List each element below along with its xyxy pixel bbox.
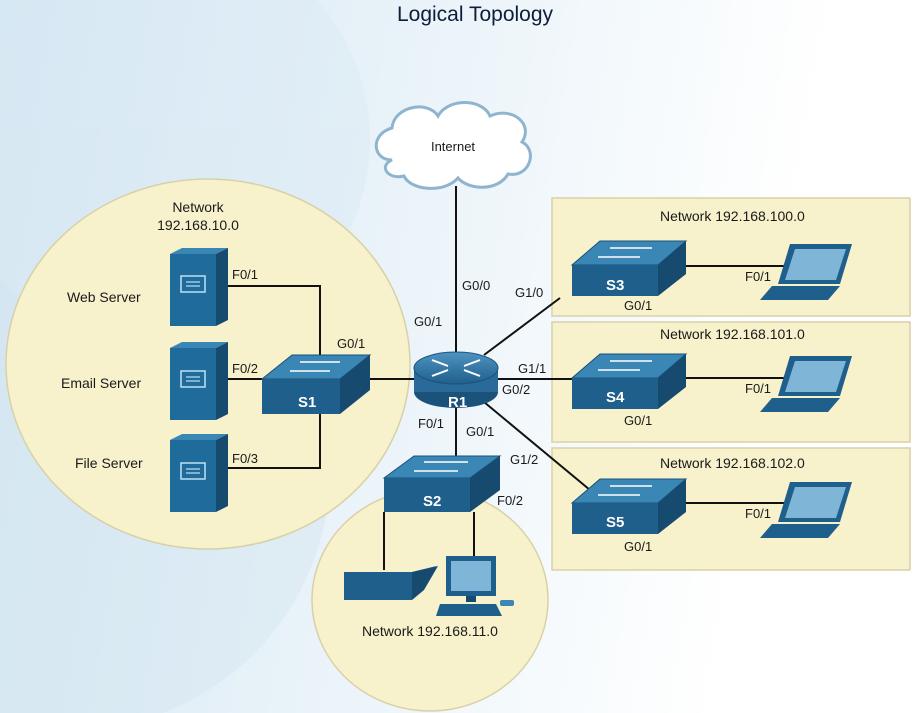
link-r1-s5 [483, 401, 591, 491]
desktop-pc-icon[interactable] [436, 556, 514, 616]
switch-s4[interactable] [570, 353, 688, 409]
switch-s5-label: S5 [606, 514, 625, 531]
port-r1-g0-1-down: G0/1 [466, 424, 495, 439]
router-r1-label: R1 [448, 394, 468, 411]
switch-s4-label: S4 [606, 389, 625, 406]
file-server-label: File Server [75, 455, 143, 471]
port-web-f0-1: F0/1 [232, 267, 259, 282]
port-file-f0-3: F0/3 [232, 451, 259, 466]
diagram-title: Logical Topology [396, 3, 554, 26]
port-s5-g0-1: G0/1 [624, 539, 653, 554]
web-server[interactable] [170, 248, 228, 326]
port-email-f0-2: F0/2 [232, 361, 259, 376]
file-server[interactable] [170, 434, 228, 512]
network-label-192-168-11-0: Network 192.168.11.0 [362, 623, 498, 639]
laptop-s4[interactable] [760, 356, 852, 412]
port-s5-f0-1: F0/1 [745, 506, 772, 521]
link-file-s1 [228, 412, 321, 469]
network-label-192-168-102-0: Network 192.168.102.0 [660, 455, 805, 471]
switch-s1[interactable] [260, 354, 372, 414]
switch-arrows-icon [598, 485, 652, 496]
laptop-s5[interactable] [760, 482, 852, 538]
switch-arrows-icon [598, 247, 652, 258]
internet-cloud [374, 101, 532, 190]
switch-s1-label: S1 [298, 394, 317, 411]
link-r1-s3 [483, 297, 561, 356]
email-server-label: Email Server [61, 375, 142, 391]
link-web-s1 [228, 285, 321, 358]
email-server[interactable] [170, 342, 228, 420]
port-r1-g0-2: G0/2 [502, 382, 531, 397]
port-s3-f0-1: F0/1 [745, 269, 772, 284]
switch-s5[interactable] [570, 478, 688, 534]
network-area-192-168-101-0 [551, 321, 911, 443]
network-area-192-168-102-0 [551, 447, 911, 571]
switch-arrows-icon [598, 360, 652, 371]
port-r1-g1-0: G1/0 [515, 285, 544, 300]
switch-arrows-icon [414, 461, 468, 472]
port-s1-g0-1: G0/1 [337, 336, 366, 351]
internet-label: Internet [430, 139, 476, 154]
switch-s3[interactable] [570, 240, 688, 296]
port-s4-g0-1: G0/1 [624, 413, 653, 428]
port-r1-g1-1: G1/1 [518, 361, 547, 376]
port-r1-g1-2: G1/2 [510, 452, 539, 467]
links [228, 186, 790, 570]
port-r1-g0-1-left: G0/1 [414, 314, 443, 329]
port-s3-g0-1: G0/1 [624, 298, 653, 313]
router-r1[interactable] [413, 351, 499, 408]
printer-icon[interactable] [344, 566, 438, 600]
switch-arrows-icon [290, 361, 340, 372]
web-server-label: Web Server [67, 289, 141, 305]
switch-s2-label: S2 [423, 493, 442, 510]
switch-s2[interactable] [382, 455, 502, 512]
port-s2-f0-2: F0/2 [497, 493, 524, 508]
port-s4-f0-1: F0/1 [745, 381, 772, 396]
network-label-192-168-100-0: Network 192.168.100.0 [660, 208, 805, 224]
laptop-s3[interactable] [760, 244, 852, 300]
switch-s3-label: S3 [606, 277, 625, 294]
port-r1-f0-1: F0/1 [418, 416, 445, 431]
network-label-192-168-10-0: Network 192.168.10.0 [157, 199, 239, 233]
port-r1-g0-0: G0/0 [462, 278, 491, 293]
router-arrows-icon [431, 359, 481, 377]
network-label-192-168-101-0: Network 192.168.101.0 [660, 326, 805, 342]
